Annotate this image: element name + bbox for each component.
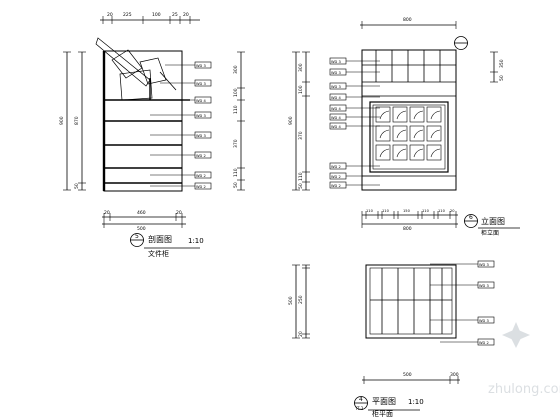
front-dim-left-0: 300: [298, 63, 304, 72]
front-dim-right-1: 50: [499, 75, 505, 81]
watermark-text: zhulong.com: [488, 382, 560, 397]
dim-right-1: 100: [233, 88, 239, 97]
top-dim-bottom-1: 300: [450, 372, 459, 378]
front-dim-bottom-total: 800: [403, 226, 412, 232]
top-title-ref: IT-3: [356, 406, 364, 411]
material-tag: WD 3: [479, 284, 489, 288]
material-tag: WD 3: [479, 319, 489, 323]
front-dim-left-3: 110: [298, 172, 304, 181]
dim-bottom-total: 500: [137, 226, 146, 232]
top-subtitle: 柜平面: [372, 409, 393, 418]
dim-right-2: 110: [233, 105, 239, 114]
top-view: [292, 260, 495, 411]
material-tag: WD 4: [331, 96, 341, 100]
dim-bottom-0: 20: [104, 210, 110, 216]
section-view: [63, 16, 245, 249]
dim-top-1: 225: [123, 12, 132, 18]
material-tag: WD 4: [331, 107, 341, 111]
material-tag: WD 2: [331, 165, 341, 169]
dim-top-4: 20: [183, 12, 189, 18]
front-dim-bottom: 150: [403, 209, 411, 213]
material-tag: WD 3: [196, 114, 206, 118]
front-dim-left-2: 370: [298, 131, 304, 140]
material-tag: WD 3: [196, 134, 206, 138]
material-tag: WD 4: [331, 116, 341, 120]
material-tag: WD 3: [479, 263, 489, 267]
section-title: 剖面图: [148, 234, 172, 244]
front-title: 立面图: [481, 216, 505, 226]
front-dim-bottom: 110: [438, 209, 446, 213]
material-tag: WD 2: [331, 175, 341, 179]
section-title-number: 5: [135, 233, 139, 240]
material-tag: WD 4: [331, 125, 341, 129]
dim-left-inner: 870: [74, 116, 80, 125]
material-tag: WD 3: [196, 82, 206, 86]
dim-right-0: 300: [233, 65, 239, 74]
top-dim-left-2: 20: [298, 331, 304, 337]
watermark-logo: [502, 322, 530, 348]
front-dim-left-total: 900: [288, 116, 294, 125]
dim-right-3: 370: [233, 139, 239, 148]
material-tag: WD 2: [479, 341, 489, 345]
dim-bottom-1: 460: [137, 210, 146, 216]
material-tag: WD 3: [331, 85, 341, 89]
front-dim-bottom: 20: [450, 209, 455, 213]
section-scale: 1:10: [188, 237, 204, 245]
dim-top-0: 20: [107, 12, 113, 18]
dim-bottom-2: 20: [176, 210, 182, 216]
front-subtitle: 柜立面: [481, 229, 499, 237]
front-dim-bottom: 110: [366, 209, 374, 213]
material-tag: WD 3: [196, 64, 206, 68]
top-title: 平面图: [372, 397, 396, 406]
top-dim-left-total: 500: [288, 296, 294, 305]
material-tag: WD 3: [331, 71, 341, 75]
dim-right-6: 50: [233, 182, 239, 188]
material-tag: WD 2: [331, 184, 341, 188]
material-tag: WD 2: [196, 154, 206, 158]
front-dim-bottom: 110: [382, 209, 390, 213]
top-title-number: 4: [359, 396, 363, 403]
dim-left-small: 50: [74, 183, 80, 189]
front-dim-right-0: 350: [499, 59, 505, 68]
watermark: zhulong.com: [488, 322, 560, 397]
dim-top-2: 100: [152, 12, 161, 18]
dim-top-3: 25: [172, 12, 178, 18]
dim-left-outer: 900: [59, 116, 65, 125]
material-tag: WD 4: [196, 99, 206, 103]
material-tag: WD 2: [196, 185, 206, 189]
top-dim-bottom-0: 500: [403, 372, 412, 378]
front-dim-left-1: 100: [298, 85, 304, 94]
section-subtitle: 文件柜: [148, 249, 169, 258]
dim-right-4: 110: [233, 168, 239, 177]
material-tag: WD 2: [196, 174, 206, 178]
front-view: [292, 21, 520, 229]
front-dim-top: 800: [403, 17, 412, 23]
material-tag: WD 3: [331, 60, 341, 64]
front-dim-bottom: 110: [422, 209, 430, 213]
front-dim-left-5: 50: [298, 183, 304, 189]
top-dim-left-1: 250: [298, 295, 304, 304]
top-scale: 1:10: [408, 398, 424, 406]
front-title-number: 6: [469, 214, 473, 221]
